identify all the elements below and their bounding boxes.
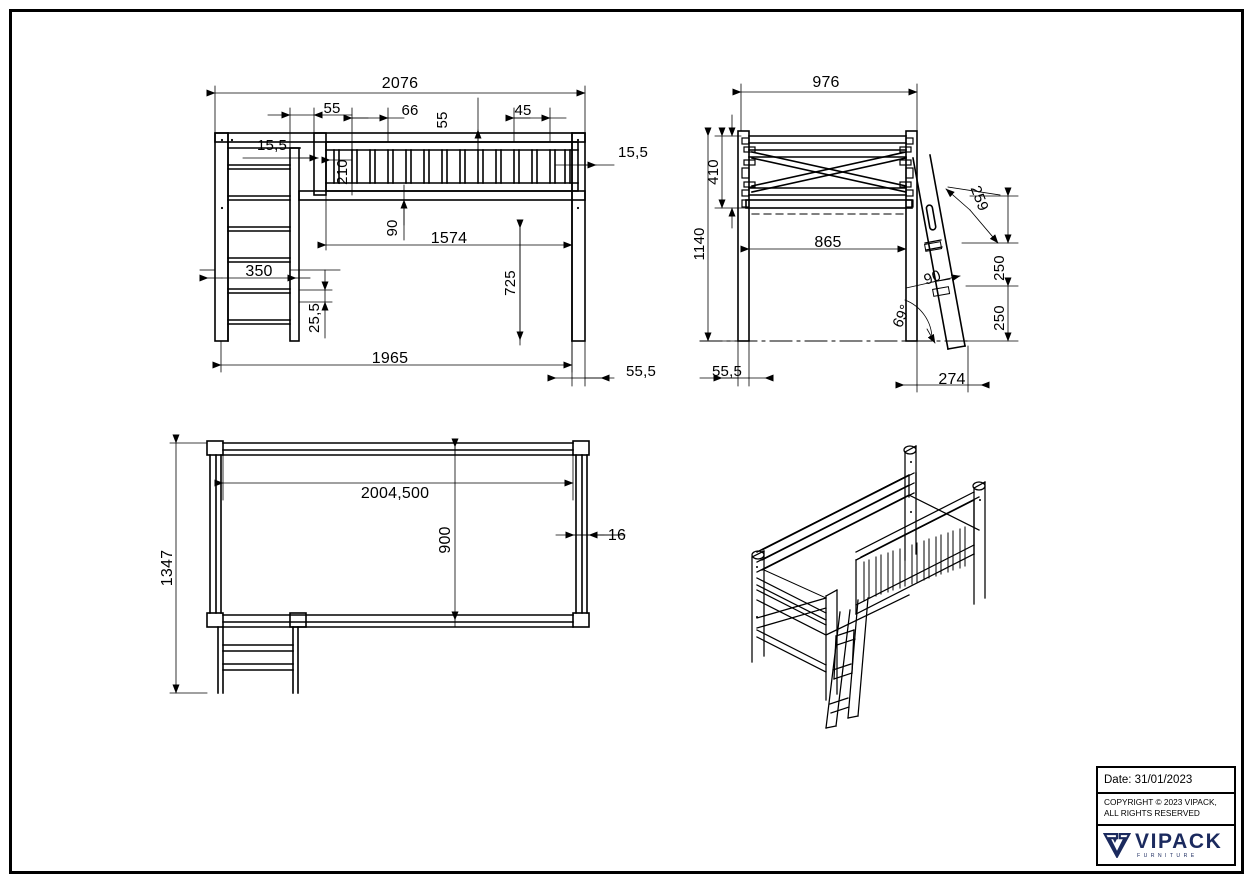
sheet-border xyxy=(9,9,1244,874)
logo-main-text: VIPACK xyxy=(1135,829,1223,853)
date-field: Date: 31/01/2023 xyxy=(1098,768,1234,794)
logo-sub-text: FURNITURE xyxy=(1137,852,1198,859)
copyright-field: COPYRIGHT © 2023 VIPACK, ALL RIGHTS RESE… xyxy=(1098,794,1234,826)
vipack-chevron-icon xyxy=(1103,832,1131,858)
title-block: Date: 31/01/2023 COPYRIGHT © 2023 VIPACK… xyxy=(1096,766,1236,866)
copyright-line-1: COPYRIGHT © 2023 VIPACK, xyxy=(1104,797,1217,807)
copyright-line-2: ALL RIGHTS RESERVED xyxy=(1104,808,1200,818)
brand-logo: VIPACK FURNITURE xyxy=(1098,826,1234,864)
logo-wordmark: VIPACK FURNITURE xyxy=(1135,831,1222,859)
